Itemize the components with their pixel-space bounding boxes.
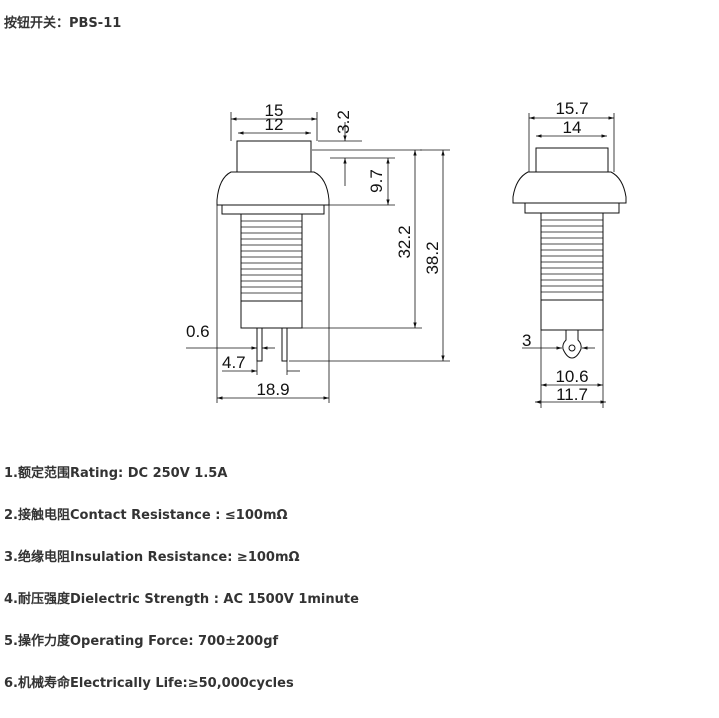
- dim-label: 3.2: [334, 110, 353, 134]
- right-switch-body: [512, 147, 627, 359]
- dim-label: 18.9: [256, 380, 289, 399]
- dim-label: 38.2: [423, 241, 442, 274]
- dim-label: 9.7: [367, 169, 386, 193]
- spec-contact-resistance: 2.接触电阻Contact Resistance : ≤100mΩ: [4, 508, 288, 523]
- spec-dielectric-strength: 4.耐压强度Dielectric Strength : AC 1500V 1mi…: [4, 592, 359, 607]
- left-switch-body: [216, 140, 330, 362]
- right-dimension-lines: [522, 113, 615, 408]
- left-view: 15 12 3.2 9.7 32.2 38.2 0.6 4.7 18.9: [186, 101, 450, 403]
- dimension-drawing: 15 12 3.2 9.7 32.2 38.2 0.6 4.7 18.9: [186, 99, 627, 408]
- spec-list: 1.额定范围Rating: DC 250V 1.5A 2.接触电阻Contact…: [4, 466, 359, 718]
- dim-label: 11.7: [556, 385, 588, 404]
- page-title: 按钮开关：PBS-11: [4, 16, 122, 31]
- dim-label: 4.7: [222, 353, 246, 372]
- right-dimension-labels: 15.7 14 3 10.6 11.7: [522, 99, 589, 404]
- right-thread-lines: [541, 219, 603, 293]
- spec-operating-force: 5.操作力度Operating Force: 700±200gf: [4, 634, 279, 649]
- dim-label: 10.6: [555, 367, 588, 386]
- left-dimension-labels: 15 12 3.2 9.7 32.2 38.2 0.6 4.7 18.9: [186, 101, 442, 399]
- dim-label: 15: [265, 101, 284, 120]
- dim-label: 32.2: [395, 225, 414, 258]
- dim-label: 3: [522, 331, 531, 350]
- left-thread-lines: [241, 220, 302, 294]
- dim-label: 0.6: [186, 322, 210, 341]
- right-view: 15.7 14 3 10.6 11.7: [512, 99, 627, 408]
- spec-insulation-resistance: 3.绝缘电阻Insulation Resistance: ≥100mΩ: [4, 550, 300, 565]
- dim-label: 14: [563, 118, 582, 137]
- spec-electrical-life: 6.机械寿命Electrically Life:≥50,000cycles: [4, 676, 294, 691]
- dim-label: 15.7: [555, 99, 588, 118]
- left-dimension-lines: [186, 112, 450, 403]
- dim-label: 12: [265, 115, 284, 134]
- spec-rating: 1.额定范围Rating: DC 250V 1.5A: [4, 466, 228, 481]
